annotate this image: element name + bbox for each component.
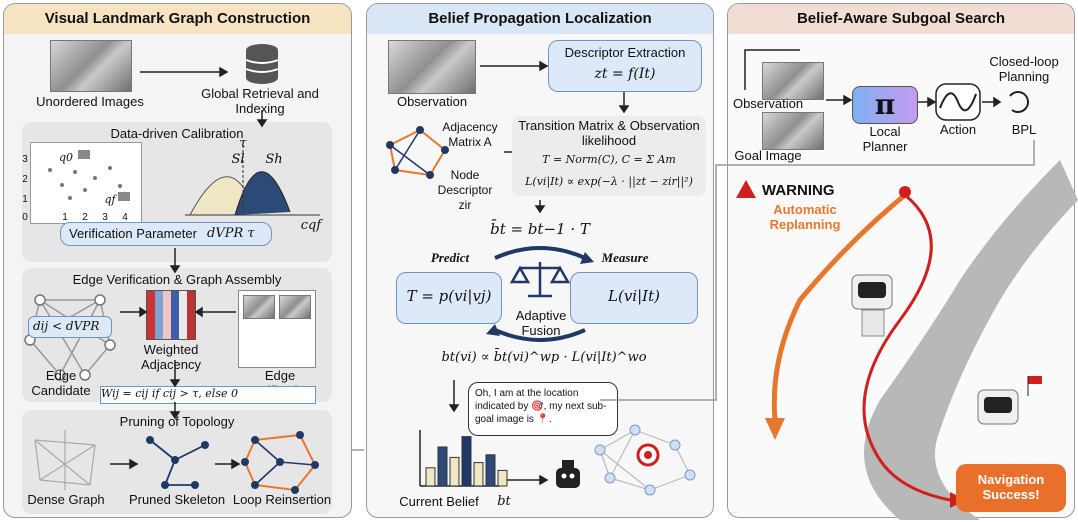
transition-formula: T = Norm(C), C = Σ Am <box>542 153 676 166</box>
speech-bubble: Oh, I am at the location indicated by 🎯,… <box>468 382 618 436</box>
calibration-title: Data-driven Calibration <box>110 126 244 141</box>
unordered-images-label: Unordered Images <box>36 94 144 109</box>
belief-bar <box>437 446 448 487</box>
likelihood-formula: L(vi|It) ∝ exp(−λ · ||zt − zir||²) <box>525 175 693 188</box>
current-belief-label: Current Belief <box>399 494 479 509</box>
right-observation-image <box>762 62 824 100</box>
closed-loop-label: Closed-loop Planning <box>989 54 1059 84</box>
scatter-ytick: 1 <box>22 194 28 205</box>
belief-bar <box>461 436 472 487</box>
navigation-success-badge: Navigation Success! <box>956 464 1066 512</box>
replanning-label: Automatic Replanning <box>769 202 841 232</box>
action-label: Action <box>939 122 977 137</box>
belief-propagation-title: Belief Propagation Localization <box>367 4 713 34</box>
cqf-label: cqf <box>300 218 322 233</box>
predict-label: Predict <box>430 250 470 265</box>
edge-verification-image <box>238 290 316 368</box>
dij-condition-box: dij < dVPR <box>28 316 112 338</box>
policy-box: π <box>852 86 918 124</box>
verification-parameter-math: dVPR τ <box>207 226 255 241</box>
adjacency-matrix-label: Adjacency Matrix A <box>442 120 498 149</box>
scatter-ytick: 2 <box>22 174 28 185</box>
measure-box: L(vi|It) <box>570 272 698 324</box>
measure-label: Measure <box>601 250 649 265</box>
weight-formula: Wij = cij if cij > τ, else 0 <box>100 386 316 404</box>
q0-label: q0 <box>58 151 74 164</box>
measure-formula: L(vi|It) <box>608 287 660 305</box>
belief-bar <box>497 469 508 487</box>
scatter-xtick: 1 <box>62 212 68 223</box>
loop-reinsertion-label: Loop Reinsertion <box>232 492 332 507</box>
descriptor-extraction-box: Descriptor Extraction zt = f(It) <box>548 40 702 92</box>
edge-verification-title: Edge Verification & Graph Assembly <box>72 272 282 287</box>
weighted-adjacency-matrix <box>146 290 196 340</box>
predict-formula: T = p(vi|vj) <box>406 287 492 305</box>
node-descriptor-label: Node Descriptor zir <box>437 168 493 212</box>
pruned-skeleton-label: Pruned Skeleton <box>128 492 226 507</box>
sl-label: Sl <box>231 152 245 167</box>
observation-image <box>388 40 476 94</box>
sh-label: Sh <box>265 152 283 167</box>
edge-pair-image-b <box>279 295 311 319</box>
bpl-label: BPL <box>1011 122 1037 137</box>
predict-box: T = p(vi|vj) <box>396 272 502 324</box>
global-retrieval-label: Global Retrieval and Indexing <box>201 86 319 116</box>
transition-box: Transition Matrix & Observation likeliho… <box>512 116 706 196</box>
belief-bar <box>449 456 460 487</box>
warning-label: WARNING <box>762 182 835 199</box>
transition-title: Transition Matrix & Observation likeliho… <box>518 118 700 148</box>
pruning-title: Pruning of Topology <box>119 414 235 429</box>
prior-formula: b̄t = bt−1 · T <box>490 220 590 238</box>
speech-text: Oh, I am at the location indicated by 🎯,… <box>475 388 607 425</box>
observation-label: Observation <box>396 94 468 109</box>
navigation-success-label: Navigation Success! <box>977 472 1045 502</box>
edge-pair-image-a <box>243 295 275 319</box>
scatter-xtick: 4 <box>122 212 128 223</box>
adaptive-fusion-label: Adaptive Fusion <box>515 308 567 338</box>
belief-bar <box>425 467 436 487</box>
right-observation-label: Observation <box>732 96 804 111</box>
scatter-xtick: 3 <box>102 212 108 223</box>
scatter-ytick: 0 <box>22 212 28 223</box>
tau-label: τ <box>239 136 247 151</box>
verification-parameter-label: Verification Parameter <box>69 226 197 241</box>
dij-condition: dij < dVPR <box>33 319 100 333</box>
belief-bar <box>473 462 484 487</box>
descriptor-formula: zt = f(It) <box>594 66 656 82</box>
goal-image <box>762 112 824 150</box>
unordered-images-thumbnail <box>50 40 132 92</box>
edge-candidate-label: Edge Candidate <box>31 368 91 398</box>
landmark-graph-title: Visual Landmark Graph Construction <box>4 4 351 34</box>
weighted-adjacency-label: Weighted Adjacency <box>141 342 201 372</box>
posterior-formula: bt(vi) ∝ b̄t(vi)^wp · L(vi|It)^wo <box>441 350 647 365</box>
belief-symbol: bt <box>497 494 511 509</box>
qf-label: qf <box>104 193 116 206</box>
database-icon <box>244 42 280 86</box>
verification-parameter-box: Verification Parameter dVPR τ <box>60 222 272 246</box>
belief-bar <box>485 454 496 487</box>
goal-image-label: Goal Image <box>734 148 802 163</box>
local-planner-label: Local Planner <box>862 124 908 154</box>
scatter-ytick: 3 <box>22 154 28 165</box>
scatter-xtick: 2 <box>82 212 88 223</box>
dense-graph-label: Dense Graph <box>27 492 105 507</box>
subgoal-search-title: Belief-Aware Subgoal Search <box>728 4 1074 34</box>
descriptor-extraction-label: Descriptor Extraction <box>564 45 686 60</box>
pi-symbol: π <box>874 88 896 121</box>
